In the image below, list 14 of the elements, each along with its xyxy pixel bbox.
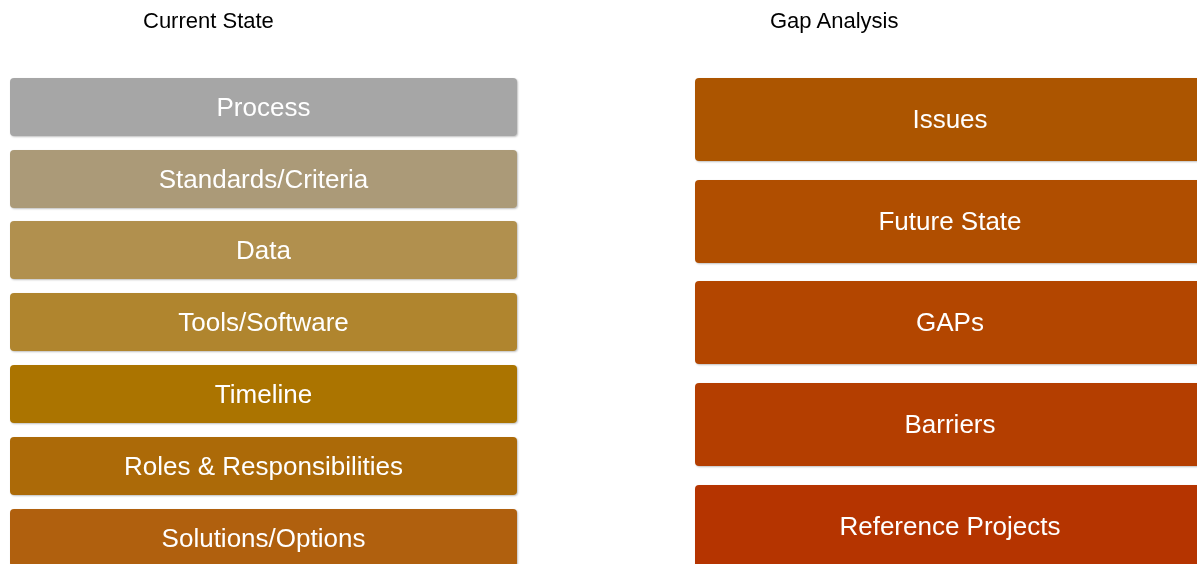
category-bar: GAPs (695, 281, 1197, 364)
category-bar: Standards/Criteria (10, 150, 517, 208)
category-bar: Issues (695, 78, 1197, 161)
category-bar: Process (10, 78, 517, 136)
category-bar: Reference Projects (695, 485, 1197, 564)
column-heading: Gap Analysis (770, 8, 899, 34)
category-bar: Barriers (695, 383, 1197, 466)
column-heading: Current State (143, 8, 274, 34)
category-bar: Tools/Software (10, 293, 517, 351)
category-bar: Future State (695, 180, 1197, 263)
category-bar: Timeline (10, 365, 517, 423)
category-bar: Roles & Responsibilities (10, 437, 517, 495)
category-bar: Data (10, 221, 517, 279)
category-bar: Solutions/Options (10, 509, 517, 564)
